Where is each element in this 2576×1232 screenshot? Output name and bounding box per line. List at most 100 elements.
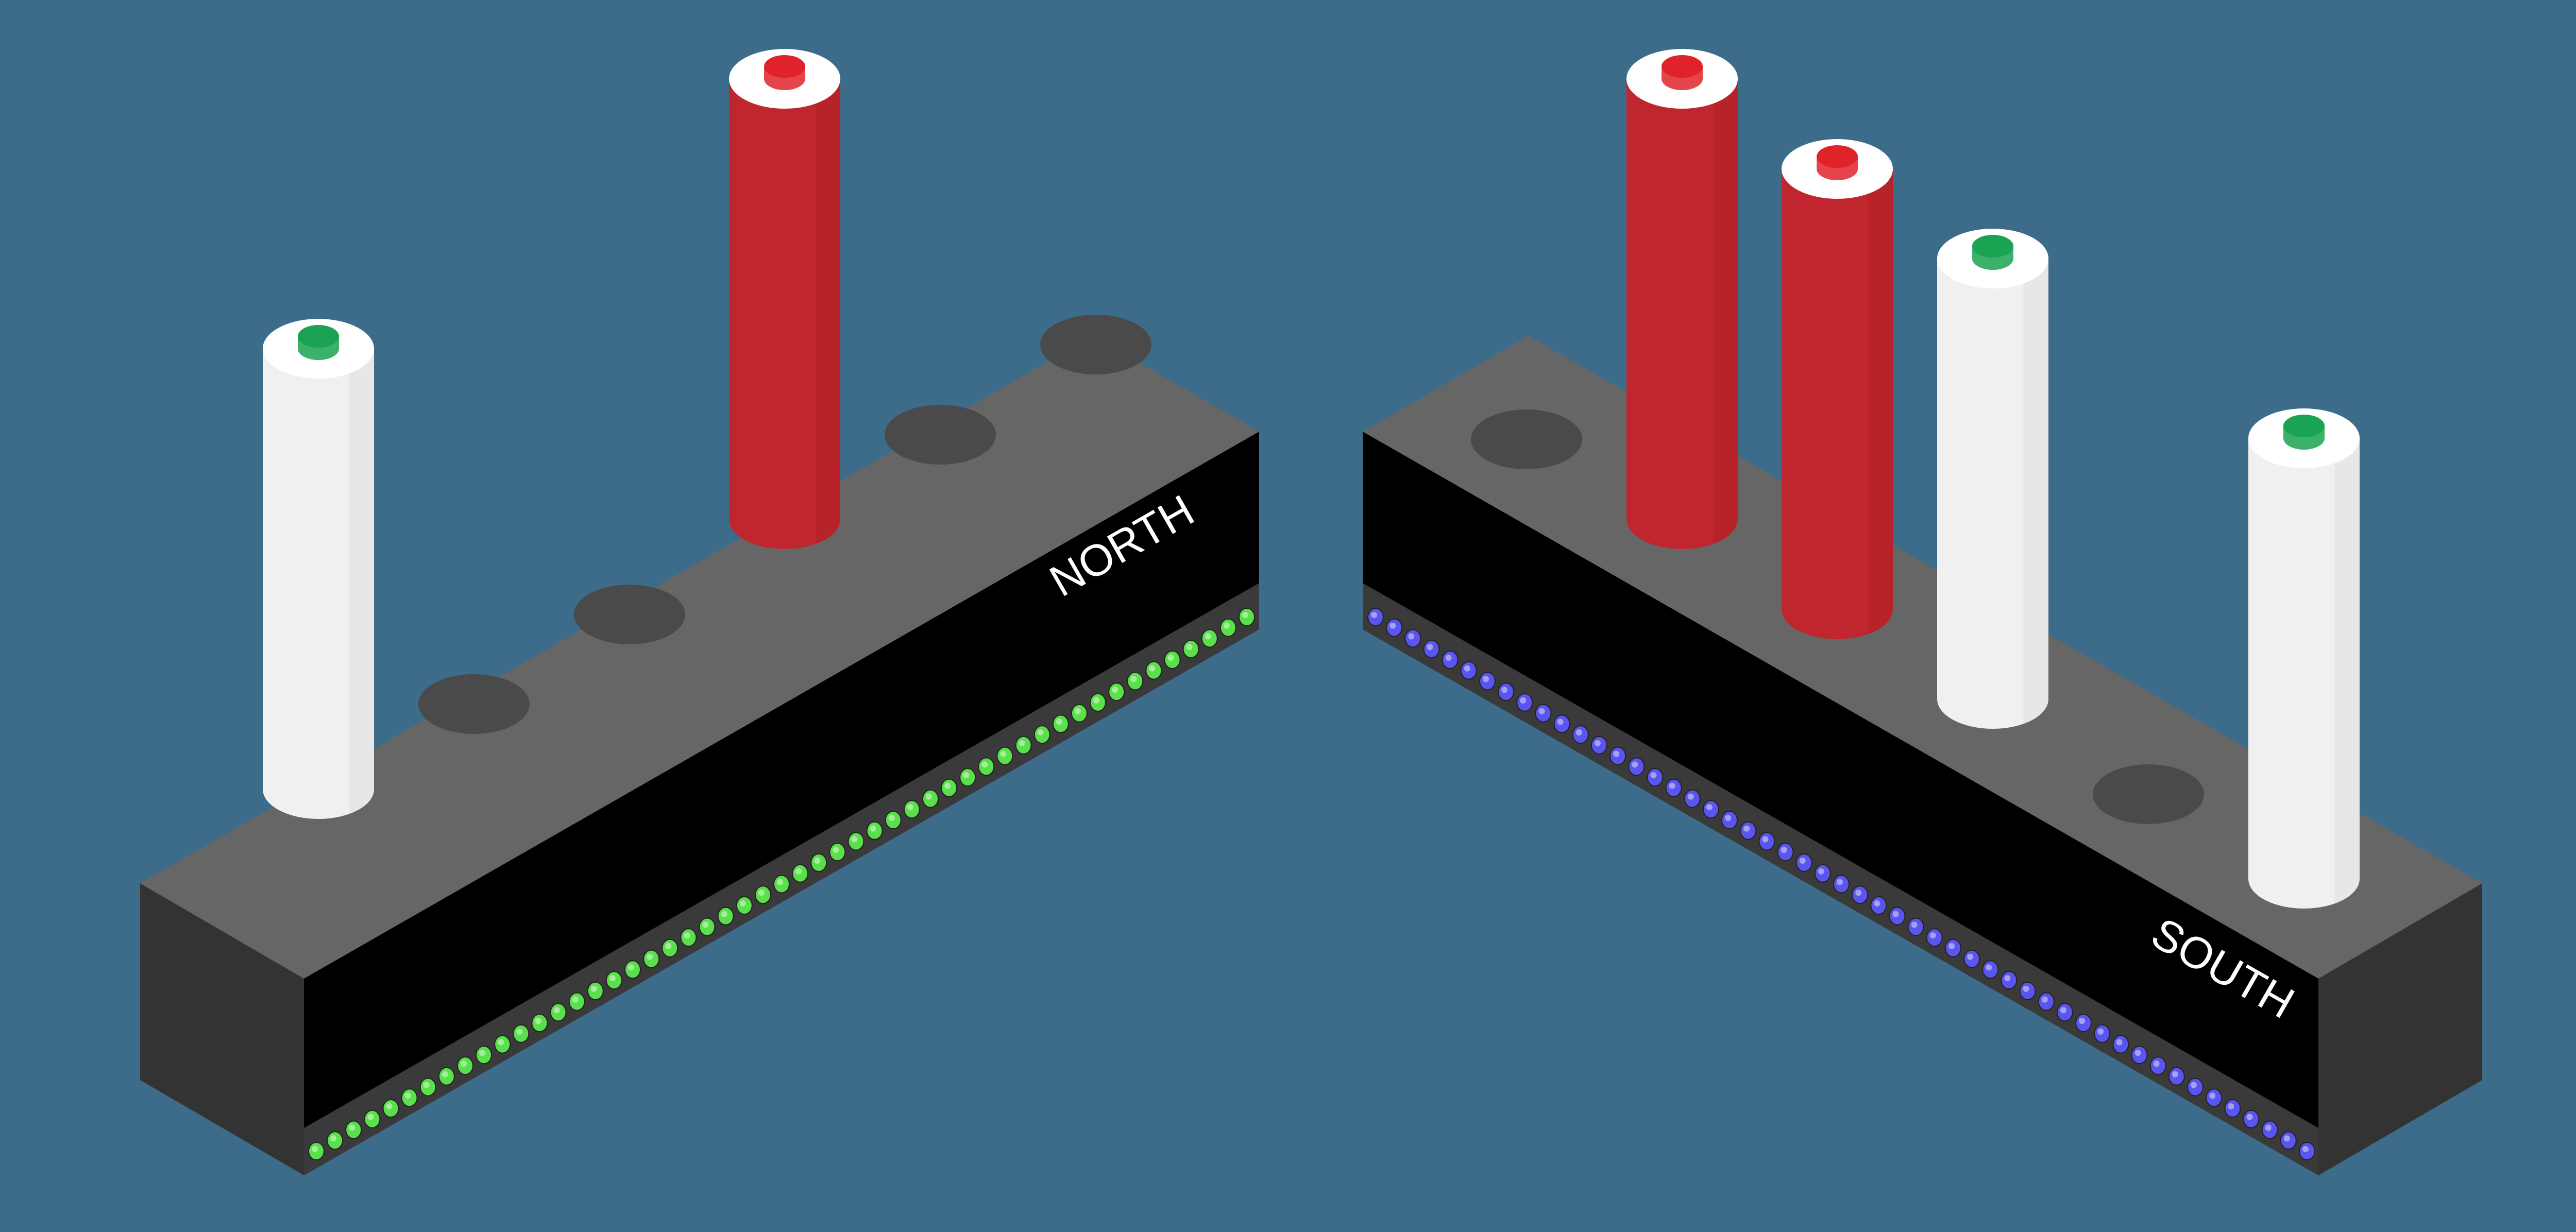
led-glint — [2134, 1050, 2141, 1056]
led-glint — [628, 964, 634, 971]
rack-north-front-face — [304, 432, 1259, 1175]
led-glint — [777, 879, 783, 885]
led-north-9 — [457, 1056, 473, 1075]
led-south-35 — [2001, 971, 2018, 990]
led-south-22 — [1758, 832, 1775, 851]
led-glint — [2302, 1146, 2309, 1152]
led-south-24 — [1795, 853, 1812, 872]
battery-shade — [1868, 169, 1893, 635]
led-glint — [535, 1018, 541, 1024]
led-glint — [1205, 633, 1211, 640]
led-north-20 — [662, 938, 679, 957]
led-north-50 — [1219, 618, 1236, 637]
led-glint — [1967, 953, 1974, 960]
led-glint — [386, 1103, 393, 1109]
led-south-10 — [1535, 704, 1552, 723]
led-glint — [404, 1092, 411, 1099]
rack-north-top-face — [140, 336, 1259, 979]
led-north-10 — [476, 1046, 493, 1065]
led-north-14 — [550, 1003, 567, 1022]
led-north-29 — [829, 843, 846, 862]
empty-slot-south-1 — [1471, 409, 1582, 469]
led-south-28 — [1870, 896, 1887, 915]
led-glint — [1427, 644, 1433, 651]
led-south-43 — [2149, 1056, 2166, 1075]
led-glint — [1669, 782, 1675, 789]
led-glint — [2023, 985, 2029, 992]
led-glint — [739, 900, 746, 906]
empty-slot-north-5 — [885, 405, 996, 465]
led-strip-south — [1367, 608, 2315, 1160]
led-glint — [1130, 676, 1137, 682]
battery-body — [1626, 79, 1738, 549]
led-glint — [1837, 879, 1843, 885]
led-glint — [2079, 1018, 2086, 1024]
led-glint — [963, 772, 970, 779]
led-south-2 — [1386, 618, 1403, 637]
led-glint — [1242, 612, 1248, 618]
led-glint — [1501, 687, 1508, 693]
led-north-28 — [810, 853, 827, 872]
led-glint — [2191, 1082, 2197, 1088]
led-north-32 — [885, 811, 902, 830]
battery-white-north-1 — [263, 319, 374, 819]
led-glint — [1483, 676, 1489, 682]
led-south-1 — [1367, 608, 1384, 626]
led-south-40 — [2094, 1024, 2111, 1043]
led-glint — [1594, 740, 1601, 746]
led-north-16 — [587, 981, 604, 1000]
led-north-37 — [978, 757, 995, 776]
led-south-36 — [2019, 981, 2036, 1000]
led-north-11 — [494, 1035, 511, 1054]
led-north-39 — [1015, 735, 1032, 755]
green-terminal-icon — [2283, 415, 2325, 450]
led-north-34 — [922, 789, 939, 808]
led-south-30 — [1907, 917, 1924, 936]
led-south-16 — [1647, 768, 1664, 787]
empty-slot-north-6 — [1040, 315, 1151, 374]
led-glint — [1167, 655, 1174, 661]
green-terminal-icon — [1972, 235, 2013, 270]
rack-south: SOUTH — [1363, 49, 2482, 1175]
red-terminal-icon — [1662, 55, 1703, 90]
rack-north: NORTH — [140, 49, 1259, 1175]
led-south-19 — [1702, 800, 1719, 819]
led-glint — [2153, 1060, 2160, 1067]
led-glint — [330, 1135, 337, 1142]
slots-north — [418, 315, 1151, 734]
led-glint — [2004, 975, 2011, 982]
battery-red-south-3 — [1782, 139, 1893, 639]
led-north-19 — [643, 949, 660, 968]
led-north-51 — [1239, 608, 1255, 626]
led-glint — [498, 1039, 504, 1046]
led-south-27 — [1852, 885, 1869, 904]
led-south-9 — [1516, 693, 1533, 712]
led-glint — [1093, 697, 1099, 704]
led-glint — [1074, 708, 1081, 714]
led-north-31 — [866, 821, 883, 840]
led-glint — [2041, 996, 2048, 1003]
led-south-42 — [2131, 1046, 2148, 1065]
led-glint — [590, 985, 597, 992]
led-north-44 — [1108, 682, 1125, 701]
led-south-45 — [2187, 1077, 2204, 1097]
led-south-17 — [1665, 778, 1682, 797]
led-glint — [851, 836, 858, 843]
led-glint — [1911, 921, 1918, 928]
battery-red-north-4 — [729, 49, 840, 549]
led-glint — [461, 1060, 467, 1067]
led-south-49 — [2261, 1120, 2278, 1139]
led-north-48 — [1182, 640, 1199, 659]
led-north-35 — [941, 778, 958, 797]
battery-shade — [1713, 79, 1738, 544]
led-glint — [1892, 911, 1899, 917]
led-south-18 — [1684, 789, 1701, 808]
red-terminal-icon — [764, 55, 805, 90]
led-glint — [423, 1082, 430, 1088]
led-south-37 — [2038, 992, 2055, 1011]
led-south-3 — [1404, 629, 1421, 648]
led-south-32 — [1945, 938, 1961, 957]
led-south-12 — [1572, 725, 1589, 744]
battery-body — [263, 349, 374, 819]
